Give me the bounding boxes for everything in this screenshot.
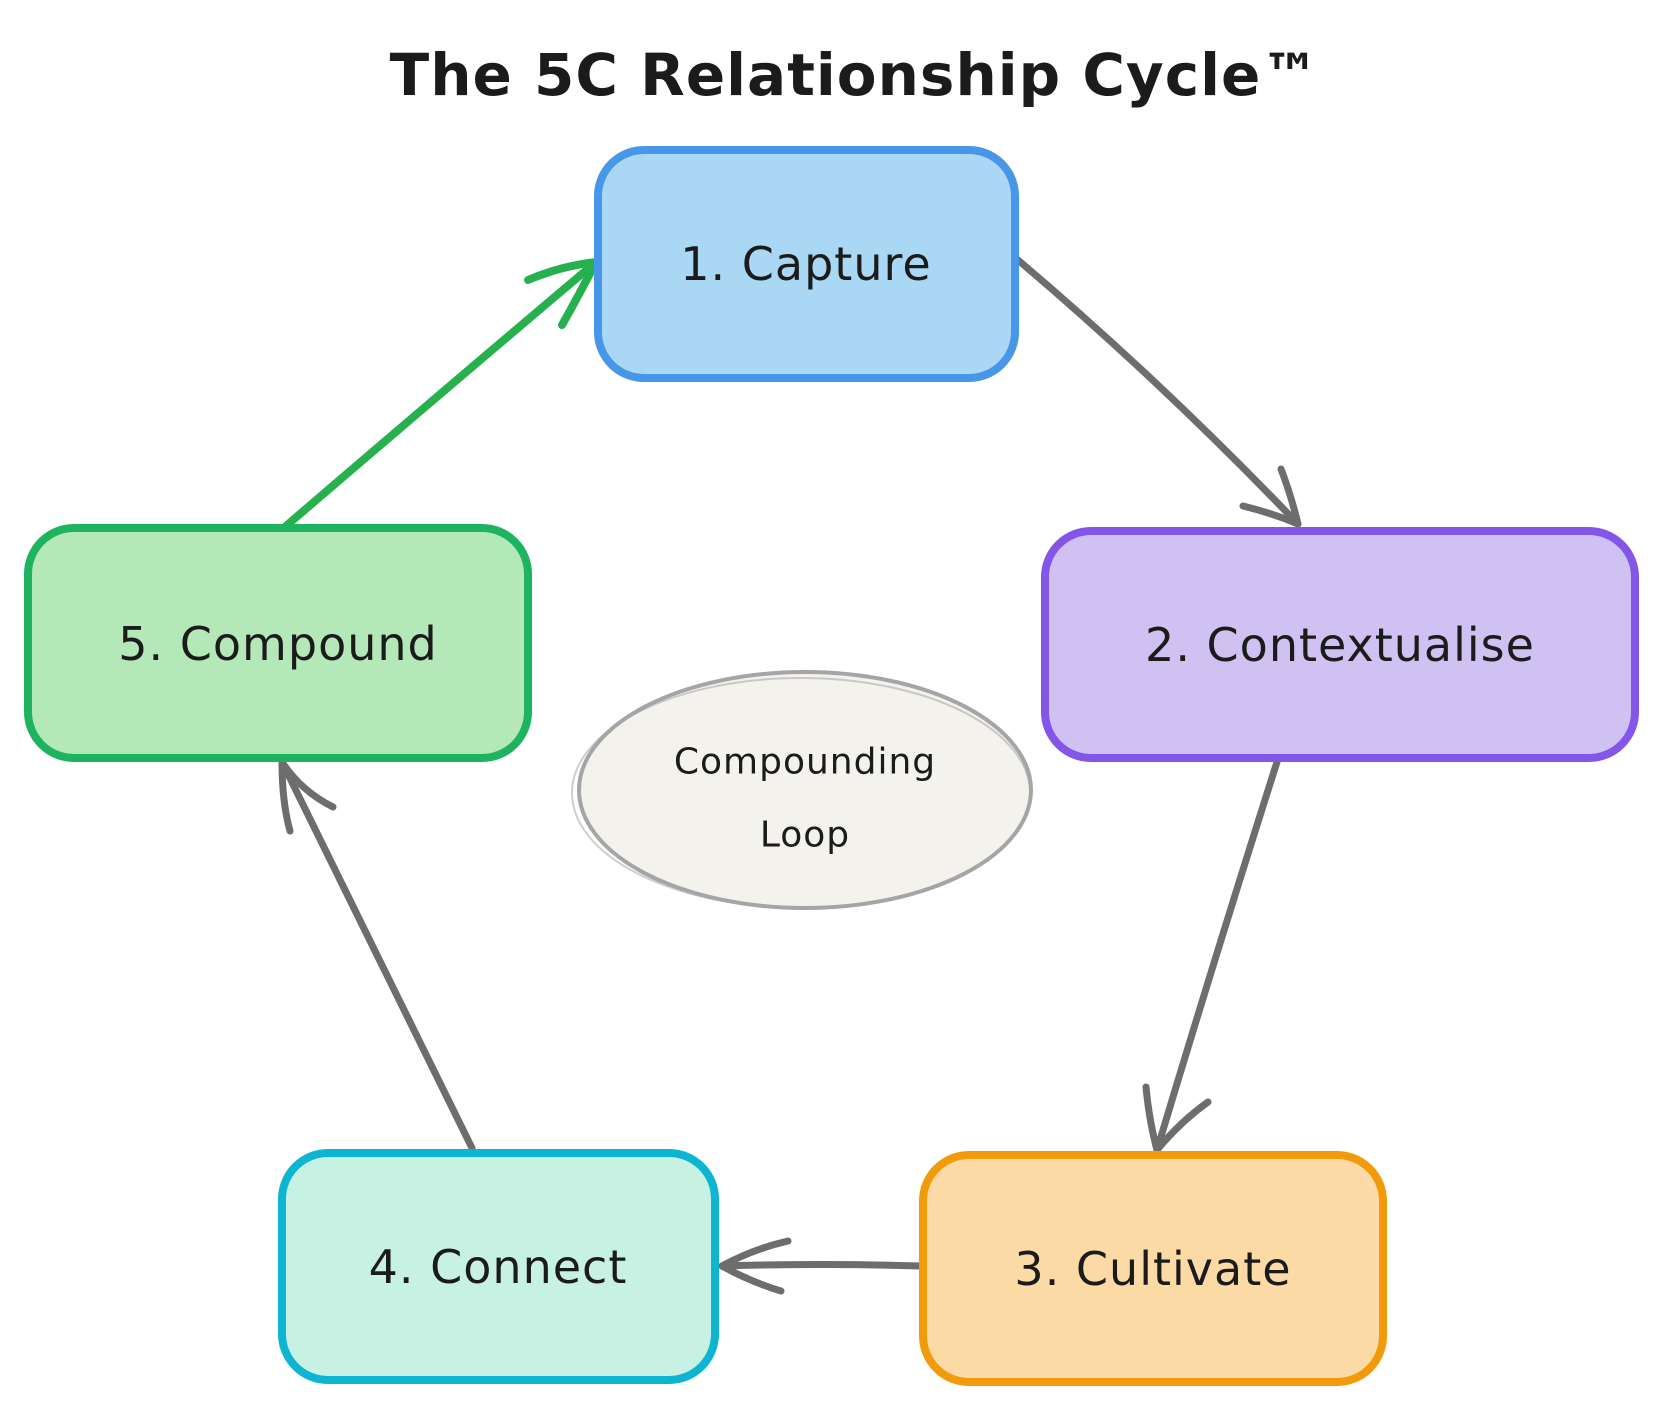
node-compound-box bbox=[24, 524, 532, 762]
diagram-title: The 5C Relationship Cycle™ bbox=[390, 41, 1321, 109]
node-contextualise-box bbox=[1041, 527, 1639, 762]
arrowhead-barb bbox=[718, 1262, 785, 1295]
node-capture: 1. Capture bbox=[594, 146, 1019, 382]
compounding-loop: Compounding Loop bbox=[571, 670, 1033, 910]
arrowhead-barb bbox=[1153, 1098, 1212, 1154]
arrowhead-barb bbox=[1239, 502, 1302, 528]
arrow-shaft bbox=[1014, 256, 1302, 528]
arrowhead-barb bbox=[718, 1237, 792, 1270]
arrowhead-barb bbox=[278, 758, 337, 811]
arrowhead-barb bbox=[1142, 1083, 1161, 1154]
compounding-loop-label-line2: Loop bbox=[760, 815, 850, 856]
compounding-loop-label-line1: Compounding bbox=[674, 742, 936, 783]
node-cultivate-box bbox=[919, 1151, 1387, 1386]
arrowhead-barb bbox=[524, 258, 600, 284]
arrow-connect-to-compound bbox=[278, 758, 476, 1152]
arrowhead-barb bbox=[1277, 465, 1302, 528]
node-cultivate: 3. Cultivate bbox=[919, 1151, 1387, 1386]
node-contextualise: 2. Contextualise bbox=[1041, 527, 1639, 762]
node-connect-box bbox=[278, 1149, 719, 1384]
arrow-shaft bbox=[1153, 758, 1281, 1154]
node-compound: 5. Compound bbox=[24, 524, 532, 762]
node-connect-label: 4. Connect bbox=[369, 1240, 628, 1294]
node-cultivate-label: 3. Cultivate bbox=[1014, 1242, 1291, 1296]
node-connect: 4. Connect bbox=[278, 1149, 719, 1384]
arrowhead-barb bbox=[558, 258, 600, 329]
arrow-shaft bbox=[278, 758, 476, 1152]
node-contextualise-label: 2. Contextualise bbox=[1145, 618, 1535, 672]
arrow-compound-to-capture bbox=[282, 258, 600, 530]
arrow-capture-to-contextualise bbox=[1014, 256, 1302, 528]
arrowhead-barb bbox=[278, 758, 294, 835]
arrow-contextualise-to-cultivate bbox=[1142, 758, 1281, 1154]
compounding-loop-ellipse-sketch-line bbox=[571, 677, 1031, 909]
node-capture-box bbox=[594, 146, 1019, 382]
node-compound-label: 5. Compound bbox=[118, 617, 437, 671]
node-capture-label: 1. Capture bbox=[680, 237, 931, 291]
arrow-shaft bbox=[282, 258, 600, 530]
arrow-cultivate-to-connect bbox=[718, 1237, 925, 1295]
arrow-shaft bbox=[718, 1261, 925, 1270]
